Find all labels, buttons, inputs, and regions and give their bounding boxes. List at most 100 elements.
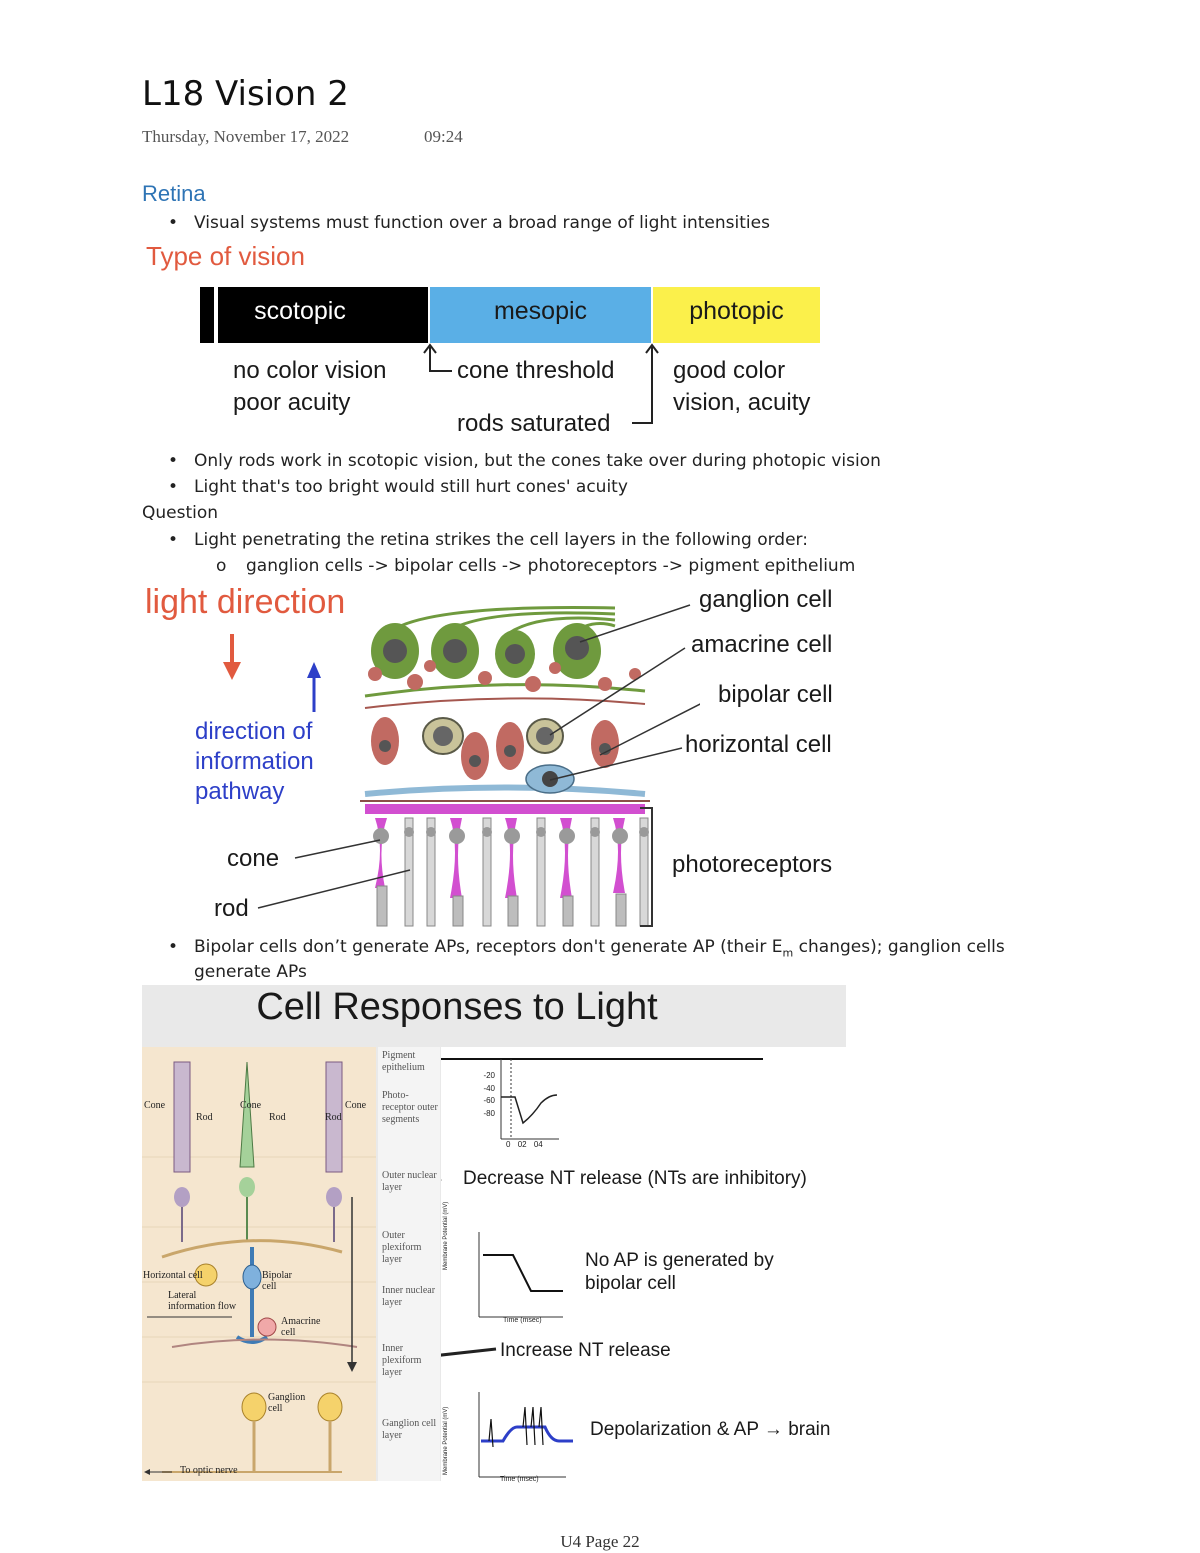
page-footer: U4 Page 22	[560, 1532, 640, 1551]
info-pathway-line3: pathway	[195, 778, 285, 805]
bullet-text: Light penetrating the retina strikes the…	[194, 530, 808, 550]
photopic-label: photopic	[689, 297, 784, 325]
bullet-subscript: m	[782, 946, 794, 960]
responses-right-panel	[441, 1047, 846, 1481]
layer-label: Pigment epithelium	[382, 1050, 425, 1073]
cone-label: cone	[227, 845, 280, 872]
scotopic-label: scotopic	[254, 297, 346, 325]
cell-responses-title: Cell Responses to Light	[256, 986, 658, 1028]
cone-threshold-label: cone threshold	[457, 357, 615, 384]
rod-label-1: Rod	[196, 1112, 213, 1123]
bullet-text: Only rods work in scotopic vision, but t…	[194, 451, 881, 471]
bullet-text: Visual systems must function over a broa…	[194, 213, 770, 233]
no-ap-label-line2: bipolar cell	[585, 1273, 676, 1294]
layer-label: Inner nuclear layer	[382, 1285, 436, 1308]
layer-label: Photo-receptor outer segments	[382, 1090, 438, 1125]
bullet-dot: •	[168, 451, 179, 471]
optic-nerve-label: To optic nerve	[180, 1465, 238, 1476]
sub-bullet-text: ganglion cells -> bipolar cells -> photo…	[246, 556, 856, 576]
lateral-flow-label: Lateral information flow	[168, 1290, 237, 1312]
bullet-text-cont: changes); ganglion cells	[793, 937, 1005, 957]
graph2-xlabel: Time (msec)	[503, 1317, 542, 1324]
increase-nt-label: Increase NT release	[500, 1340, 671, 1361]
retina-layers-illustration	[142, 1061, 376, 1475]
question-label: Question	[142, 503, 219, 523]
rod-label-2: Rod	[269, 1112, 286, 1123]
ganglion-cell-label: ganglion cell	[699, 586, 833, 613]
bullet-item: • Bipolar cells don’t generate APs, rece…	[168, 937, 1005, 960]
graph1-ytick: -20	[483, 1071, 495, 1080]
graph1-yticks: -20 -40 -60 -80	[478, 1070, 495, 1120]
graph1-ytick: -40	[483, 1083, 495, 1093]
bullet-item: • Light that's too bright would still hu…	[168, 477, 628, 497]
rods-saturated-label: rods saturated	[457, 410, 611, 437]
no-ap-label-line1: No AP is generated by	[585, 1250, 774, 1271]
graph1-xticks: 0 02 04	[506, 1140, 543, 1149]
bullet-dot: •	[168, 477, 179, 497]
bullet-item: • Only rods work in scotopic vision, but…	[168, 451, 881, 471]
graph1-ytick: -80	[483, 1108, 495, 1118]
layer-label: Outer nuclear layer	[382, 1170, 437, 1193]
bullet-dot: •	[168, 213, 179, 233]
cone-label-3: Cone	[345, 1100, 367, 1111]
rod-label: rod	[214, 895, 249, 922]
layer-labels-column	[378, 1047, 440, 1481]
bullet-text: Bipolar cells don’t generate APs, recept…	[194, 937, 783, 957]
page-date: Thursday, November 17, 2022	[142, 127, 350, 146]
graph1-xtick: 02	[517, 1140, 527, 1149]
sub-bullet-item: o ganglion cells -> bipolar cells -> pho…	[216, 556, 856, 576]
depolarization-label: Depolarization & AP → brain	[590, 1419, 831, 1440]
bipolar-cell-label: bipolar cell	[718, 681, 833, 708]
graph3-xlabel: Time (msec)	[500, 1476, 539, 1483]
scotopic-bar	[218, 287, 428, 343]
graph1-ytick: -60	[483, 1096, 495, 1105]
horizontal-cell-small-label: Horizontal cell	[143, 1270, 203, 1281]
horizontal-cell-label: horizontal cell	[685, 731, 832, 758]
info-pathway-line1: direction of	[195, 718, 313, 745]
cone-label-1: Cone	[144, 1100, 166, 1111]
scotopic-desc-line2: poor acuity	[233, 389, 351, 416]
info-pathway-line2: information	[195, 748, 314, 775]
layer-label: Ganglion cell layer	[382, 1418, 437, 1441]
layer-label: Outer plexiform layer	[382, 1230, 422, 1265]
scotopic-desc-line1: no color vision	[233, 357, 387, 384]
bullet-item: • Visual systems must function over a br…	[168, 213, 770, 233]
photopic-desc-line2: vision, acuity	[673, 389, 811, 416]
bipolar-cell-small-label: Bipolar cell	[262, 1270, 292, 1292]
up-arrow-icon	[307, 662, 321, 712]
cone-label-2: Cone	[240, 1100, 262, 1111]
section-heading-retina: Retina	[142, 181, 206, 206]
layer-label: Inner plexiform layer	[382, 1343, 422, 1378]
scotopic-bar-edge	[200, 287, 214, 343]
photopic-desc-line1: good color	[673, 357, 786, 384]
retina-cell-illustration	[360, 606, 650, 927]
amacrine-cell-small-label: Amacrine cell	[281, 1316, 321, 1338]
response-graphs	[441, 1058, 763, 1478]
bullet-item: • Light penetrating the retina strikes t…	[168, 530, 808, 550]
label-leader-lines	[257, 604, 700, 927]
threshold-arrows	[423, 343, 659, 424]
sub-bullet-dot: o	[216, 556, 227, 576]
mesopic-bar	[430, 287, 651, 343]
mesopic-label: mesopic	[493, 297, 588, 325]
bullet-text: Light that's too bright would still hurt…	[194, 477, 628, 497]
graph1-xtick: 0	[506, 1140, 511, 1149]
bullet-dot: •	[168, 530, 179, 550]
rod-label-3: Rod	[325, 1112, 342, 1123]
page-time: 09:24	[424, 127, 463, 146]
graph2-ylabel: Membrane Potential (mV)	[443, 1201, 449, 1270]
amacrine-cell-label: amacrine cell	[691, 631, 833, 658]
page-title: L18 Vision 2	[142, 74, 349, 114]
decrease-nt-label: Decrease NT release (NTs are inhibitory)	[463, 1168, 807, 1189]
direction-arrows	[223, 634, 321, 712]
graph1-xtick: 04	[533, 1140, 543, 1149]
photopic-bar	[653, 287, 820, 343]
bullet-dot: •	[168, 937, 179, 957]
light-direction-label: light direction	[145, 583, 346, 621]
ganglion-cell-small-label: Ganglion cell	[268, 1392, 306, 1414]
graph3-ylabel: Membrane Potential (mV)	[443, 1406, 449, 1475]
vision-type-title: Type of vision	[146, 241, 305, 271]
down-arrow-icon	[223, 634, 241, 680]
bullet-continuation: generate APs	[194, 962, 307, 982]
photoreceptors-label: photoreceptors	[672, 851, 833, 878]
